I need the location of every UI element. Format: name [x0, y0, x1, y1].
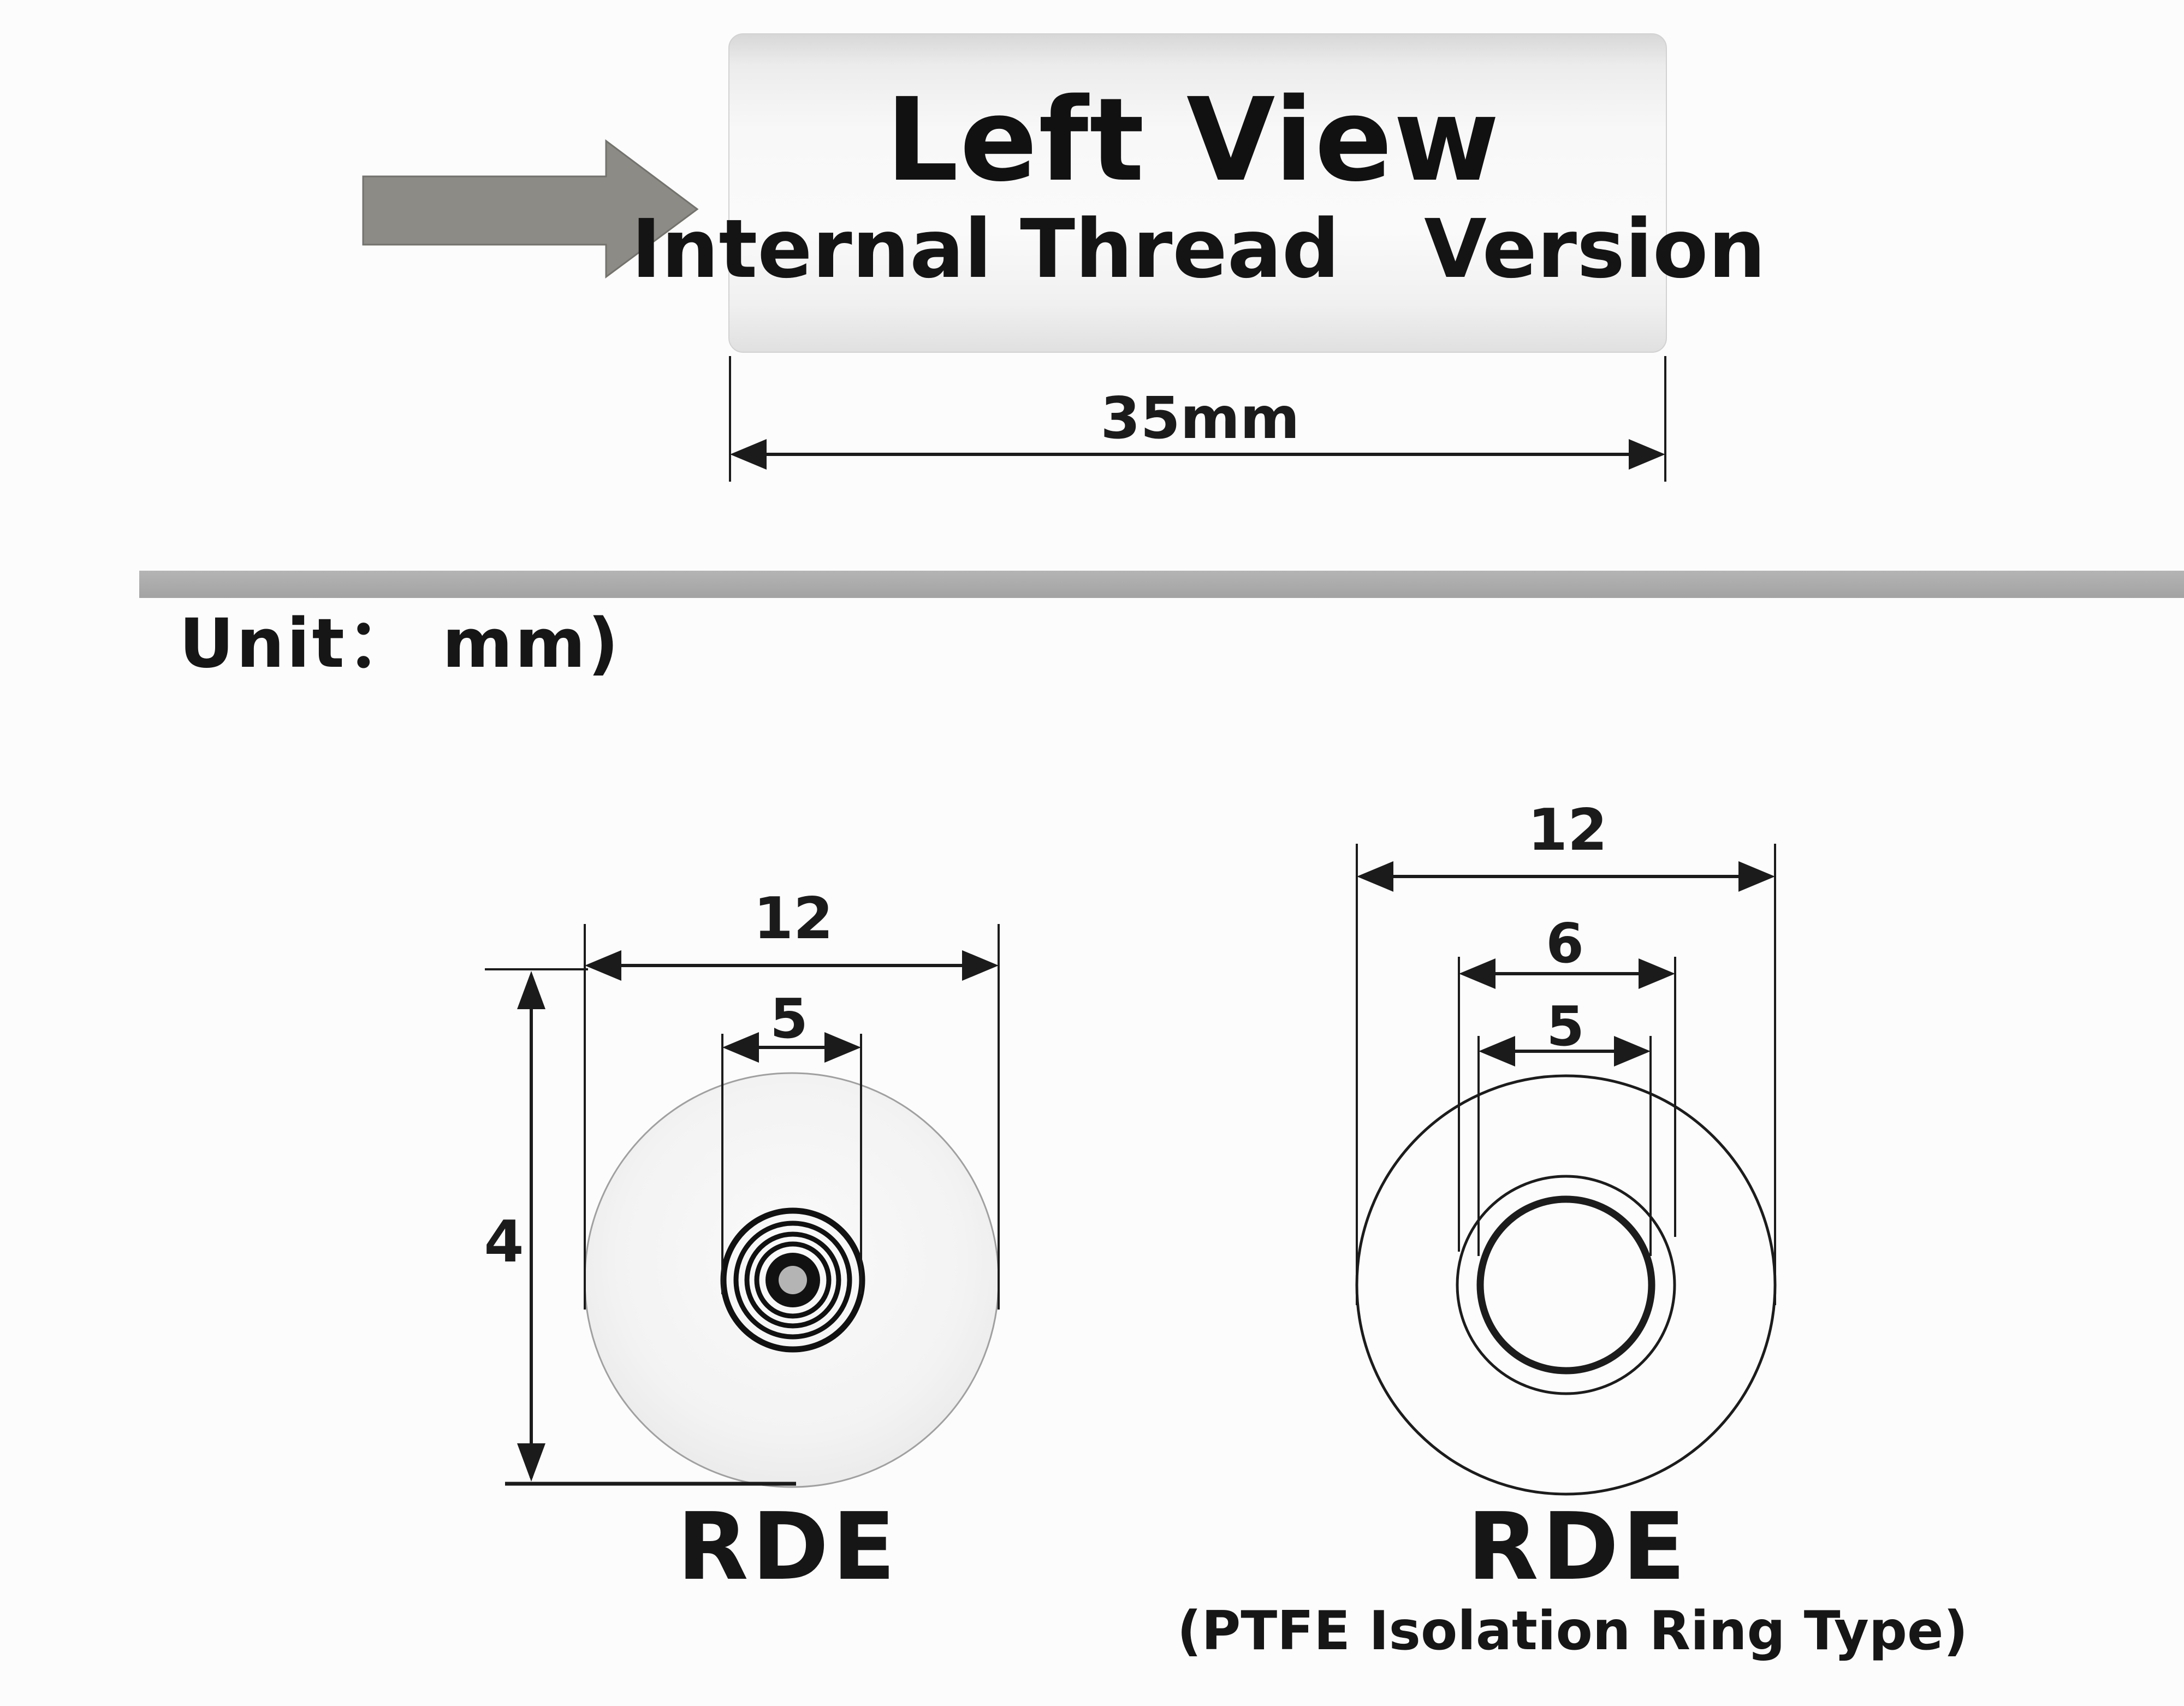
left-dim-label-12: 12	[753, 885, 834, 952]
left-dim-label-4: 4	[484, 1209, 524, 1275]
right-dim-5-graphic	[1477, 1036, 1652, 1256]
right-diagram-label: RDE	[1467, 1493, 1689, 1601]
cylinder-title: Left View	[885, 73, 1501, 207]
left-dim-12-graphic	[584, 924, 1000, 1310]
right-diagram-sublabel: (PTFE Isolation Ring Type)	[1177, 1600, 1968, 1662]
right-bore-circle	[1476, 1195, 1655, 1375]
right-dim-12-graphic	[1356, 844, 1776, 1305]
dim-35mm-graphic	[729, 356, 1666, 482]
left-dim-label-5: 5	[770, 987, 808, 1051]
divider-bar	[139, 571, 2184, 598]
left-diagram-label: RDE	[676, 1493, 899, 1601]
right-ring-graphic	[1355, 1074, 1777, 1496]
dim-label-35mm: 35mm	[1100, 385, 1300, 452]
right-dim-label-12: 12	[1527, 797, 1608, 863]
right-dim-label-5: 5	[1546, 994, 1584, 1058]
right-dim-label-6: 6	[1546, 911, 1584, 975]
coil-center-dot	[779, 1266, 807, 1294]
cylinder-subtitle: Internal Thread Version	[631, 202, 1766, 296]
left-dim-5-graphic	[721, 1032, 862, 1294]
left-dim-4-graphic	[485, 968, 796, 1486]
cylinder-body-graphic	[728, 33, 1667, 353]
right-dim-6-graphic	[1458, 957, 1676, 1252]
unit-label: Unit： mm)	[179, 605, 621, 683]
right-arrow-icon	[362, 139, 699, 279]
